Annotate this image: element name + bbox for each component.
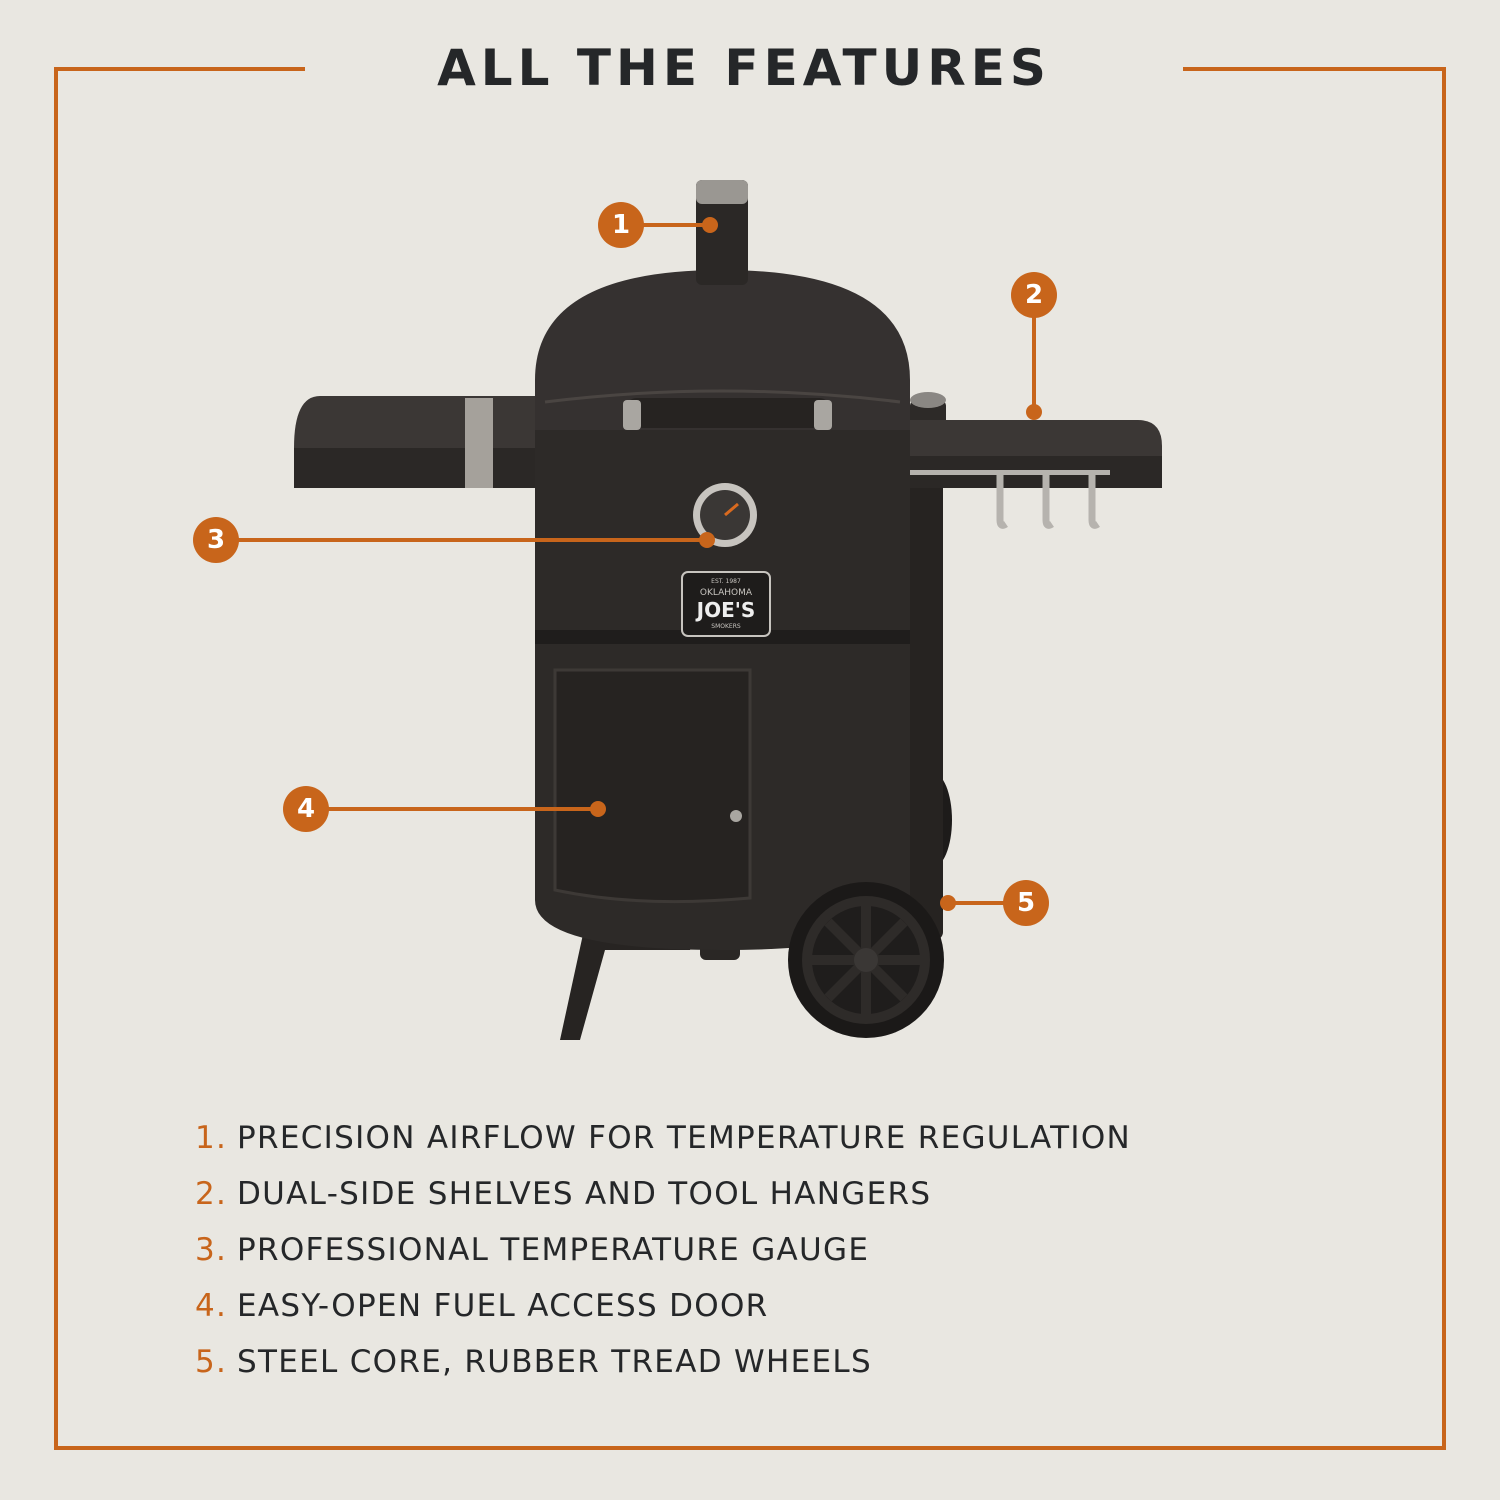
- shelf-grill-strip: [465, 398, 493, 488]
- feature-number: 2.: [195, 1176, 228, 1212]
- feature-item: 2.DUAL-SIDE SHELVES AND TOOL HANGERS: [195, 1171, 1131, 1227]
- callout-marker-1: 1: [598, 202, 644, 248]
- svg-text:SMOKERS: SMOKERS: [711, 623, 741, 630]
- svg-text:JOE'S: JOE'S: [695, 598, 756, 622]
- feature-text: DUAL-SIDE SHELVES AND TOOL HANGERS: [237, 1176, 932, 1212]
- chimney: [696, 180, 748, 285]
- callout-marker-3: 3: [193, 517, 239, 563]
- svg-text:EST. 1987: EST. 1987: [711, 578, 741, 585]
- page-title: ALL THE FEATURES: [437, 39, 1051, 97]
- support-leg: [560, 925, 700, 1040]
- feature-list: 1.PRECISION AIRFLOW FOR TEMPERATURE REGU…: [195, 1115, 1131, 1395]
- feature-text: EASY-OPEN FUEL ACCESS DOOR: [237, 1288, 769, 1324]
- feature-number: 5.: [195, 1344, 228, 1380]
- smoker-lid: [535, 270, 910, 430]
- svg-text:OKLAHOMA: OKLAHOMA: [700, 588, 753, 598]
- tool-hook: [996, 474, 1008, 529]
- feature-item: 4.EASY-OPEN FUEL ACCESS DOOR: [195, 1283, 1131, 1339]
- cart-rail: [905, 470, 943, 940]
- feature-item: 1.PRECISION AIRFLOW FOR TEMPERATURE REGU…: [195, 1115, 1131, 1171]
- feature-text: STEEL CORE, RUBBER TREAD WHEELS: [237, 1344, 872, 1380]
- feature-text: PRECISION AIRFLOW FOR TEMPERATURE REGULA…: [237, 1120, 1132, 1156]
- feature-text: PROFESSIONAL TEMPERATURE GAUGE: [237, 1232, 870, 1268]
- feature-number: 4.: [195, 1288, 228, 1324]
- brand-badge: [681, 571, 771, 637]
- callout-marker-5: 5: [1003, 880, 1049, 926]
- callout-marker-4: 4: [283, 786, 329, 832]
- title-background: [305, 30, 1183, 110]
- tool-hook: [1042, 474, 1054, 529]
- fuel-access-door: [553, 668, 752, 904]
- feature-number: 3.: [195, 1232, 228, 1268]
- callout-marker-2: 2: [1011, 272, 1057, 318]
- feature-item: 3.PROFESSIONAL TEMPERATURE GAUGE: [195, 1227, 1131, 1283]
- door-knob: [730, 810, 742, 822]
- lid-handle: [625, 398, 831, 428]
- tool-hook: [1088, 474, 1100, 529]
- feature-number: 1.: [195, 1120, 228, 1156]
- feature-item: 5.STEEL CORE, RUBBER TREAD WHEELS: [195, 1339, 1131, 1395]
